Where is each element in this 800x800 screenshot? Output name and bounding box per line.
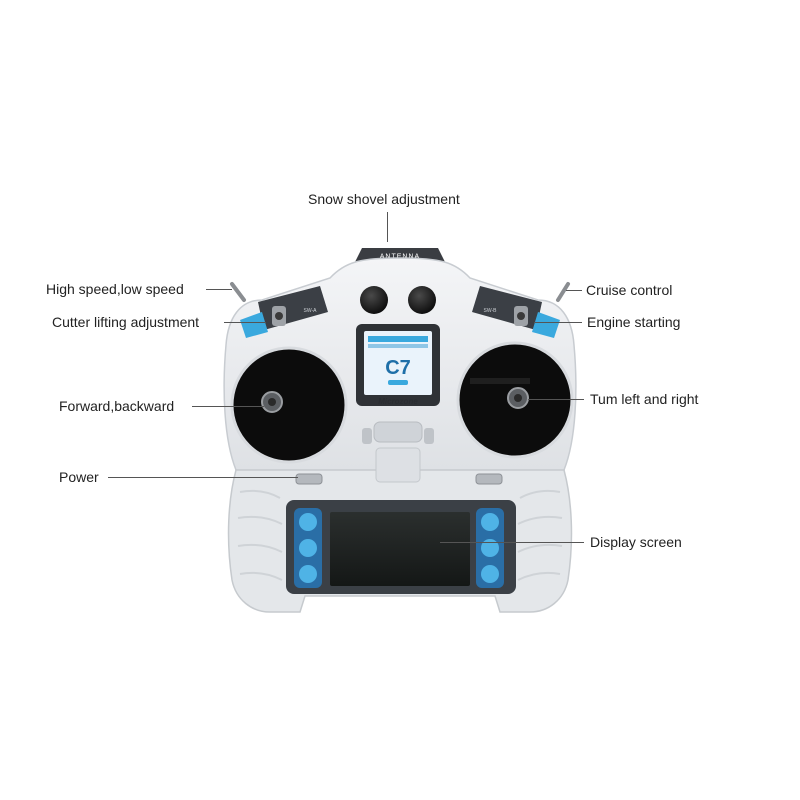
switch-left-label: SW-A <box>304 308 318 314</box>
right-nav-buttons <box>476 508 504 588</box>
screen-model-text: C7 <box>385 357 411 379</box>
leader-turn-left-right <box>528 399 584 400</box>
brand-logo: Microzone <box>378 397 418 406</box>
right-blue-button <box>532 312 560 338</box>
left-stick-well <box>230 346 348 464</box>
callout-power: Power <box>59 469 99 485</box>
left-blue-button <box>240 312 268 338</box>
left-speed-lever <box>230 282 246 302</box>
leader-cutter-lifting <box>224 322 266 323</box>
antenna-label: ANTENNA <box>380 254 420 261</box>
leader-engine-starting <box>534 322 582 323</box>
callout-display-screen: Display screen <box>590 534 682 550</box>
left-nav-buttons <box>294 508 322 588</box>
snow-shovel-knob <box>360 286 388 314</box>
display-screen <box>330 512 470 586</box>
right-power-slider <box>475 473 503 485</box>
callout-forward-backward: Forward,backward <box>59 398 175 414</box>
grip-ridges-right <box>517 489 563 581</box>
right-cruise-lever <box>556 282 570 302</box>
callout-snow-shovel: Snow shovel adjustment <box>308 191 460 207</box>
callout-cruise-control: Cruise control <box>586 282 673 298</box>
leader-display-screen <box>440 542 584 543</box>
callout-engine-starting: Engine starting <box>587 314 681 330</box>
left-power-slider <box>295 473 323 485</box>
callout-cutter-lifting: Cutter lifting adjustment <box>52 314 200 330</box>
leader-snow-shovel <box>387 212 388 242</box>
leader-high-low-speed <box>206 289 232 290</box>
grip-ridges-left <box>237 489 283 581</box>
leader-forward-backward <box>192 406 264 407</box>
leader-power <box>108 477 298 478</box>
switch-right-label: SW-B <box>484 308 498 314</box>
center-handle <box>373 421 423 443</box>
leader-cruise-control <box>566 290 582 291</box>
callout-high-low-speed: High speed,low speed <box>46 281 184 297</box>
second-knob <box>408 286 436 314</box>
callout-turn-left-right: Tum left and right <box>590 391 699 407</box>
